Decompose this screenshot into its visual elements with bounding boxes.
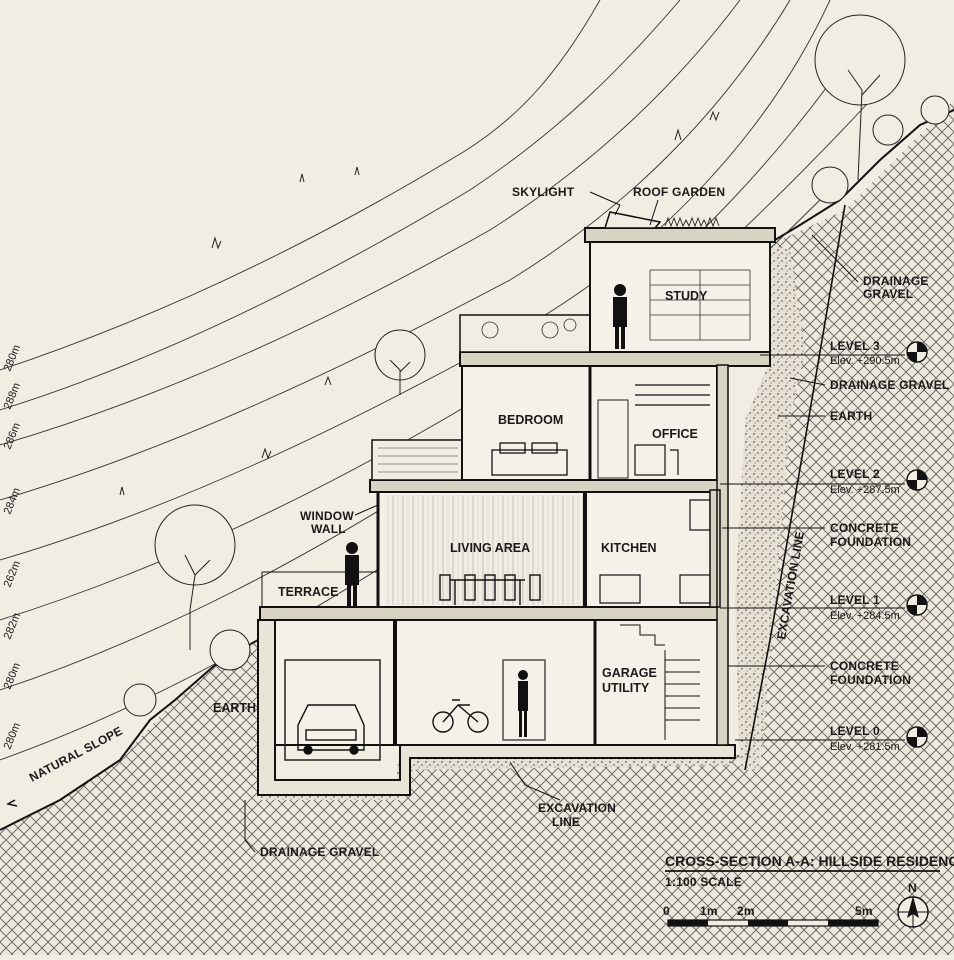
gravel-band xyxy=(735,245,805,770)
callout-drainage-2: GRAVEL xyxy=(863,287,913,301)
svg-text:Elev. +290.5m: Elev. +290.5m xyxy=(830,355,900,367)
terrace-railing xyxy=(261,571,378,607)
person-icon xyxy=(518,670,528,737)
balcony xyxy=(371,439,463,481)
dining-table xyxy=(439,574,541,605)
contour-label: 284m xyxy=(2,486,23,516)
car-icon xyxy=(297,704,365,755)
person-icon xyxy=(345,542,359,607)
green-roof-lower xyxy=(459,314,591,353)
office-desk xyxy=(634,384,710,476)
callout-window-2: WALL xyxy=(311,522,346,536)
contour-label: 280m xyxy=(2,343,23,373)
level-3-slab xyxy=(459,351,771,367)
svg-text:LEVEL 2: LEVEL 2 xyxy=(830,467,880,481)
contour-label: 262m xyxy=(2,559,23,589)
level-markers: LEVEL 3 Elev. +290.5m LEVEL 2 Elev. +287… xyxy=(720,339,928,753)
room-label-living: LIVING AREA xyxy=(450,541,530,555)
level-marker-2: LEVEL 2 Elev. +287.5m xyxy=(720,467,928,496)
label-earth-left: EARTH xyxy=(213,701,256,715)
callout-excavation-2: LINE xyxy=(552,815,580,829)
bicycle-icon xyxy=(432,699,489,733)
ground-surface-upper xyxy=(774,109,954,241)
level-marker-0: LEVEL 0 Elev. +281.5m xyxy=(735,724,928,753)
level-0-shell xyxy=(274,619,721,746)
room-label-bedroom: BEDROOM xyxy=(498,413,563,427)
bed-icon xyxy=(491,442,568,476)
svg-text:2m: 2m xyxy=(737,904,755,918)
level-marker-3: LEVEL 3 Elev. +290.5m xyxy=(760,339,928,367)
svg-text:LEVEL 1: LEVEL 1 xyxy=(830,593,880,607)
kitchen-counter xyxy=(599,499,711,604)
building xyxy=(257,211,776,796)
room-label-terrace: TERRACE xyxy=(278,585,338,599)
person-icon xyxy=(613,284,627,349)
north-arrow-icon: N xyxy=(897,881,929,928)
svg-text:Elev. +281.5m: Elev. +281.5m xyxy=(830,741,900,753)
earth-hatch-bottom xyxy=(0,640,760,955)
callout-roof-garden: ROOF GARDEN xyxy=(633,185,725,199)
callout-drainage-gravel-mid: DRAINAGE GRAVEL xyxy=(830,378,949,392)
stairs xyxy=(620,624,700,740)
level-2-slab xyxy=(369,479,721,493)
contour-labels: 280m 288m 286m 284m 262m 282m 280m 280m xyxy=(2,343,23,751)
svg-text:5m: 5m xyxy=(855,904,873,918)
callout-earth: EARTH xyxy=(830,409,872,423)
svg-text:LEVEL 3: LEVEL 3 xyxy=(830,339,880,353)
title-block: CROSS-SECTION A-A: HILLSIDE RESIDENCE 1:… xyxy=(663,853,954,928)
svg-text:Elev. +284.5m: Elev. +284.5m xyxy=(830,610,900,622)
level-marker-1: LEVEL 1 Elev. +284.5m xyxy=(720,593,928,622)
contour-label: 280m xyxy=(2,661,23,691)
study-shelves xyxy=(649,269,751,341)
contour-label: 286m xyxy=(2,421,23,451)
roof-slab xyxy=(584,227,776,243)
room-label-office: OFFICE xyxy=(652,427,698,441)
roof-plants xyxy=(481,318,577,339)
callout-window-1: WINDOW xyxy=(300,509,354,523)
drawing-title: CROSS-SECTION A-A: HILLSIDE RESIDENCE xyxy=(665,853,954,869)
excavation-line xyxy=(744,204,846,771)
callout-drainage-1: DRAINAGE xyxy=(863,274,929,288)
level-1-slab xyxy=(259,606,721,621)
callout-concrete-2b: FOUNDATION xyxy=(830,673,911,687)
retaining-wall xyxy=(709,364,729,746)
vegetation xyxy=(119,14,950,717)
svg-text:Elev. +287.5m: Elev. +287.5m xyxy=(830,484,900,496)
contour-label: 288m xyxy=(2,381,23,411)
room-labels: STUDY BEDROOM OFFICE LIVING AREA KITCHEN… xyxy=(213,289,708,715)
callout-concrete-1b: FOUNDATION xyxy=(830,535,911,549)
scale-bar: 0 1m 2m 5m xyxy=(663,904,879,927)
drawing-scale: 1:100 SCALE xyxy=(665,875,742,889)
contour-label: 280m xyxy=(2,721,23,751)
svg-text:1m: 1m xyxy=(700,904,718,918)
room-label-study: STUDY xyxy=(665,289,708,303)
room-label-kitchen: KITCHEN xyxy=(601,541,657,555)
room-label-utility: UTILITY xyxy=(602,681,650,695)
callout-excavation-1: EXCAVATION xyxy=(538,801,616,815)
room-label-garage: GARAGE xyxy=(602,666,657,680)
callout-concrete-2a: CONCRETE xyxy=(830,659,899,673)
roof-garden-plants xyxy=(664,216,720,228)
callout-concrete-1a: CONCRETE xyxy=(830,521,899,535)
garage-door xyxy=(284,659,381,761)
callout-skylight: SKYLIGHT xyxy=(512,185,575,199)
svg-text:LEVEL 0: LEVEL 0 xyxy=(830,724,880,738)
svg-text:0: 0 xyxy=(663,904,670,918)
callout-drainage-bottom: DRAINAGE GRAVEL xyxy=(260,845,379,859)
contour-label: 282m xyxy=(2,611,23,641)
svg-text:N: N xyxy=(908,881,917,895)
skylight xyxy=(603,211,662,229)
